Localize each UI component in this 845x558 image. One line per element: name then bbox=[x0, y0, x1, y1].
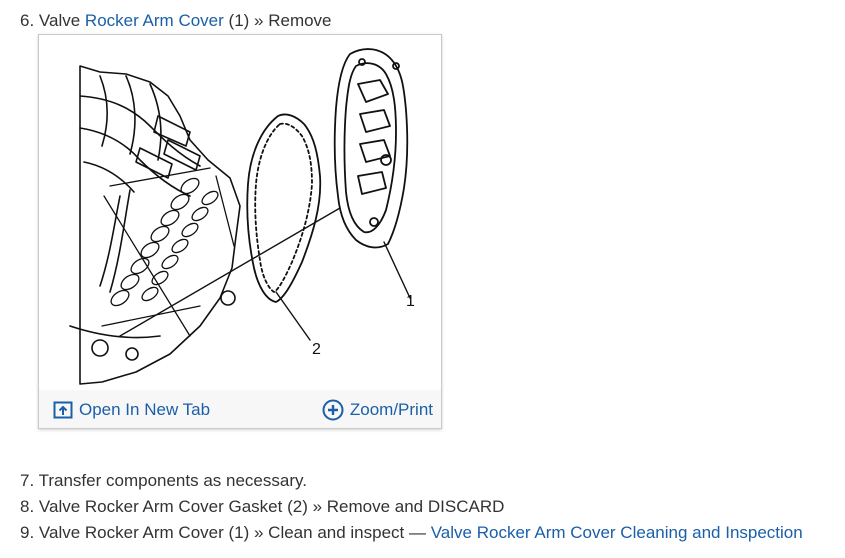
zoom-plus-icon bbox=[322, 399, 344, 421]
engine-block-drawing bbox=[69, 65, 241, 385]
gasket-drawing bbox=[246, 113, 322, 303]
step-6: 6. Valve Rocker Arm Cover (1) » Remove bbox=[20, 10, 332, 32]
step-9-text: Valve Rocker Arm Cover (1) » Clean and i… bbox=[38, 523, 426, 542]
step-9-number: 9. bbox=[20, 523, 35, 542]
step-7-number: 7. bbox=[20, 471, 35, 490]
step-8-number: 8. bbox=[20, 497, 35, 516]
callout-1: 1 bbox=[406, 293, 415, 310]
callout-2: 2 bbox=[312, 341, 321, 358]
step-6-number: 6. bbox=[20, 11, 35, 30]
step-6-prefix: Valve bbox=[38, 11, 81, 30]
open-in-new-tab-button[interactable]: Open In New Tab bbox=[53, 398, 210, 422]
open-in-new-tab-icon bbox=[53, 401, 73, 419]
rocker-cover-drawing bbox=[333, 48, 409, 249]
cleaning-inspection-link[interactable]: Valve Rocker Arm Cover Cleaning and Insp… bbox=[430, 523, 803, 542]
step-7: 7. Transfer components as necessary. bbox=[20, 470, 307, 492]
step-8-text: Valve Rocker Arm Cover Gasket (2) » Remo… bbox=[38, 497, 505, 516]
open-in-new-tab-label: Open In New Tab bbox=[79, 400, 211, 419]
step-6-suffix: (1) » Remove bbox=[228, 11, 332, 30]
step-9: 9. Valve Rocker Arm Cover (1) » Clean an… bbox=[20, 522, 803, 544]
zoom-print-label: Zoom/Print bbox=[349, 400, 433, 419]
zoom-print-button[interactable]: Zoom/Print bbox=[322, 398, 433, 422]
step-7-text: Transfer components as necessary. bbox=[38, 471, 307, 490]
step-8: 8. Valve Rocker Arm Cover Gasket (2) » R… bbox=[20, 496, 504, 518]
figure-box: 1 2 Open In New Tab Zoom/Print bbox=[38, 34, 442, 429]
leader-lines bbox=[119, 207, 411, 341]
figure-footer: Open In New Tab Zoom/Print bbox=[39, 390, 441, 428]
rocker-arm-cover-link[interactable]: Rocker Arm Cover bbox=[84, 11, 224, 30]
rocker-cover-illustration: 1 2 bbox=[69, 48, 415, 385]
